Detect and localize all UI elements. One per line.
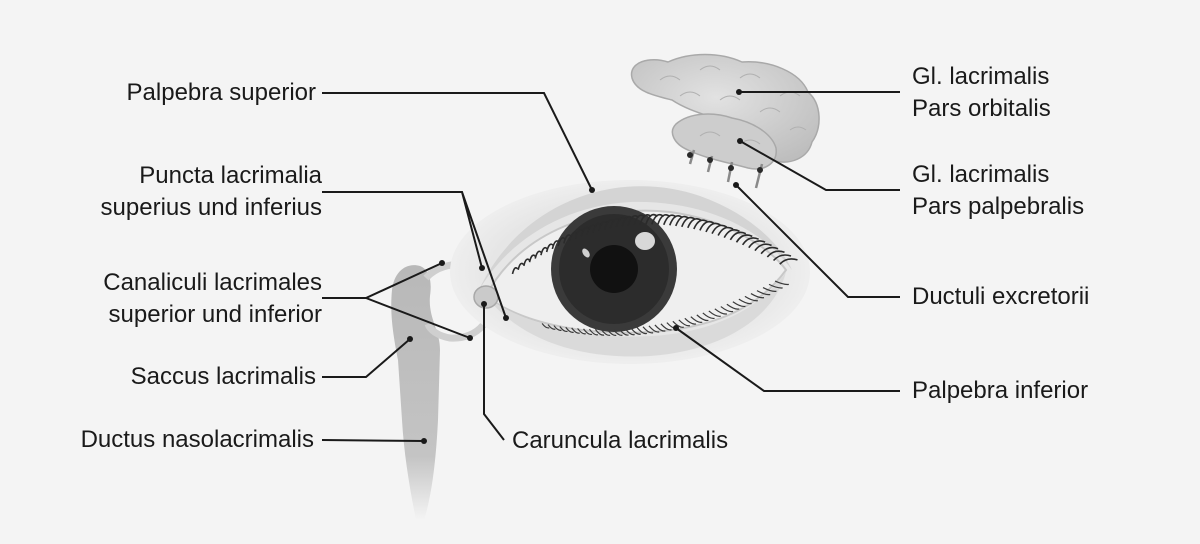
- leader-ductus: [321, 439, 425, 442]
- label-palpebra-superior: Palpebra superior: [127, 77, 316, 109]
- label-gl-orbitalis-line1: Gl. lacrimalis: [912, 63, 1050, 90]
- label-puncta-line1: Puncta lacrimalia: [139, 162, 322, 189]
- label-palpebra-superior-text: Palpebra superior: [126, 79, 316, 106]
- leader-gl-palpebralis: [739, 140, 900, 191]
- label-gl-orbitalis-line2: Pars orbitalis: [912, 95, 1051, 122]
- nasolacrimal-duct: [391, 265, 440, 520]
- excretory-duct-ends: [687, 152, 763, 173]
- upper-eyelashes: [511, 213, 798, 275]
- leader-palpebra-superior: [322, 92, 593, 191]
- gland-pars-palpebralis: [671, 113, 777, 170]
- leader-puncta: [322, 191, 507, 319]
- lower-eyelashes: [541, 280, 789, 336]
- label-caruncula-text: Caruncula lacrimalis: [512, 427, 729, 454]
- leader-lines: [321, 91, 900, 442]
- label-ductus-text: Ductus nasolacrimalis: [80, 426, 314, 453]
- label-puncta-lacrimalia: Puncta lacrimalia superius und inferius: [101, 160, 322, 224]
- pupil: [590, 245, 638, 293]
- leader-palpebra-inferior: [675, 327, 900, 392]
- leader-saccus: [322, 338, 411, 378]
- label-canaliculi-line1: Canaliculi lacrimales: [103, 269, 322, 296]
- iris-highlight-small: [582, 248, 590, 258]
- label-palpebra-inferior-text: Palpebra inferior: [912, 377, 1089, 404]
- leader-dots: [407, 89, 743, 444]
- leader-ductuli: [735, 184, 900, 298]
- label-gl-palpebralis-line1: Gl. lacrimalis: [912, 161, 1050, 188]
- leader-caruncula: [483, 304, 505, 441]
- label-saccus-text: Saccus lacrimalis: [130, 363, 316, 390]
- label-canaliculi-lacrimales: Canaliculi lacrimales superior und infer…: [103, 267, 322, 331]
- label-ductus-nasolacrimalis: Ductus nasolacrimalis: [81, 424, 314, 456]
- label-saccus-lacrimalis: Saccus lacrimalis: [131, 361, 316, 393]
- label-ductuli-text: Ductuli excretorii: [912, 283, 1090, 310]
- gland-pars-orbitalis: [630, 53, 820, 163]
- label-ductuli-excretorii: Ductuli excretorii: [912, 281, 1089, 313]
- upper-eyelid: [478, 186, 792, 292]
- label-caruncula-lacrimalis: Caruncula lacrimalis: [512, 425, 728, 457]
- lacrimal-gland: [630, 53, 820, 189]
- label-gl-lacrimalis-palpebralis: Gl. lacrimalis Pars palpebralis: [912, 159, 1084, 223]
- leader-canaliculi: [322, 262, 471, 339]
- label-palpebra-inferior: Palpebra inferior: [912, 375, 1088, 407]
- label-gl-palpebralis-line2: Pars palpebralis: [912, 193, 1085, 220]
- lower-eyelid: [486, 272, 786, 357]
- label-canaliculi-line2: superior und inferior: [108, 301, 322, 328]
- label-gl-lacrimalis-orbitalis: Gl. lacrimalis Pars orbitalis: [912, 61, 1051, 125]
- iris-highlight: [635, 232, 655, 250]
- label-puncta-line2: superius und inferius: [100, 194, 322, 221]
